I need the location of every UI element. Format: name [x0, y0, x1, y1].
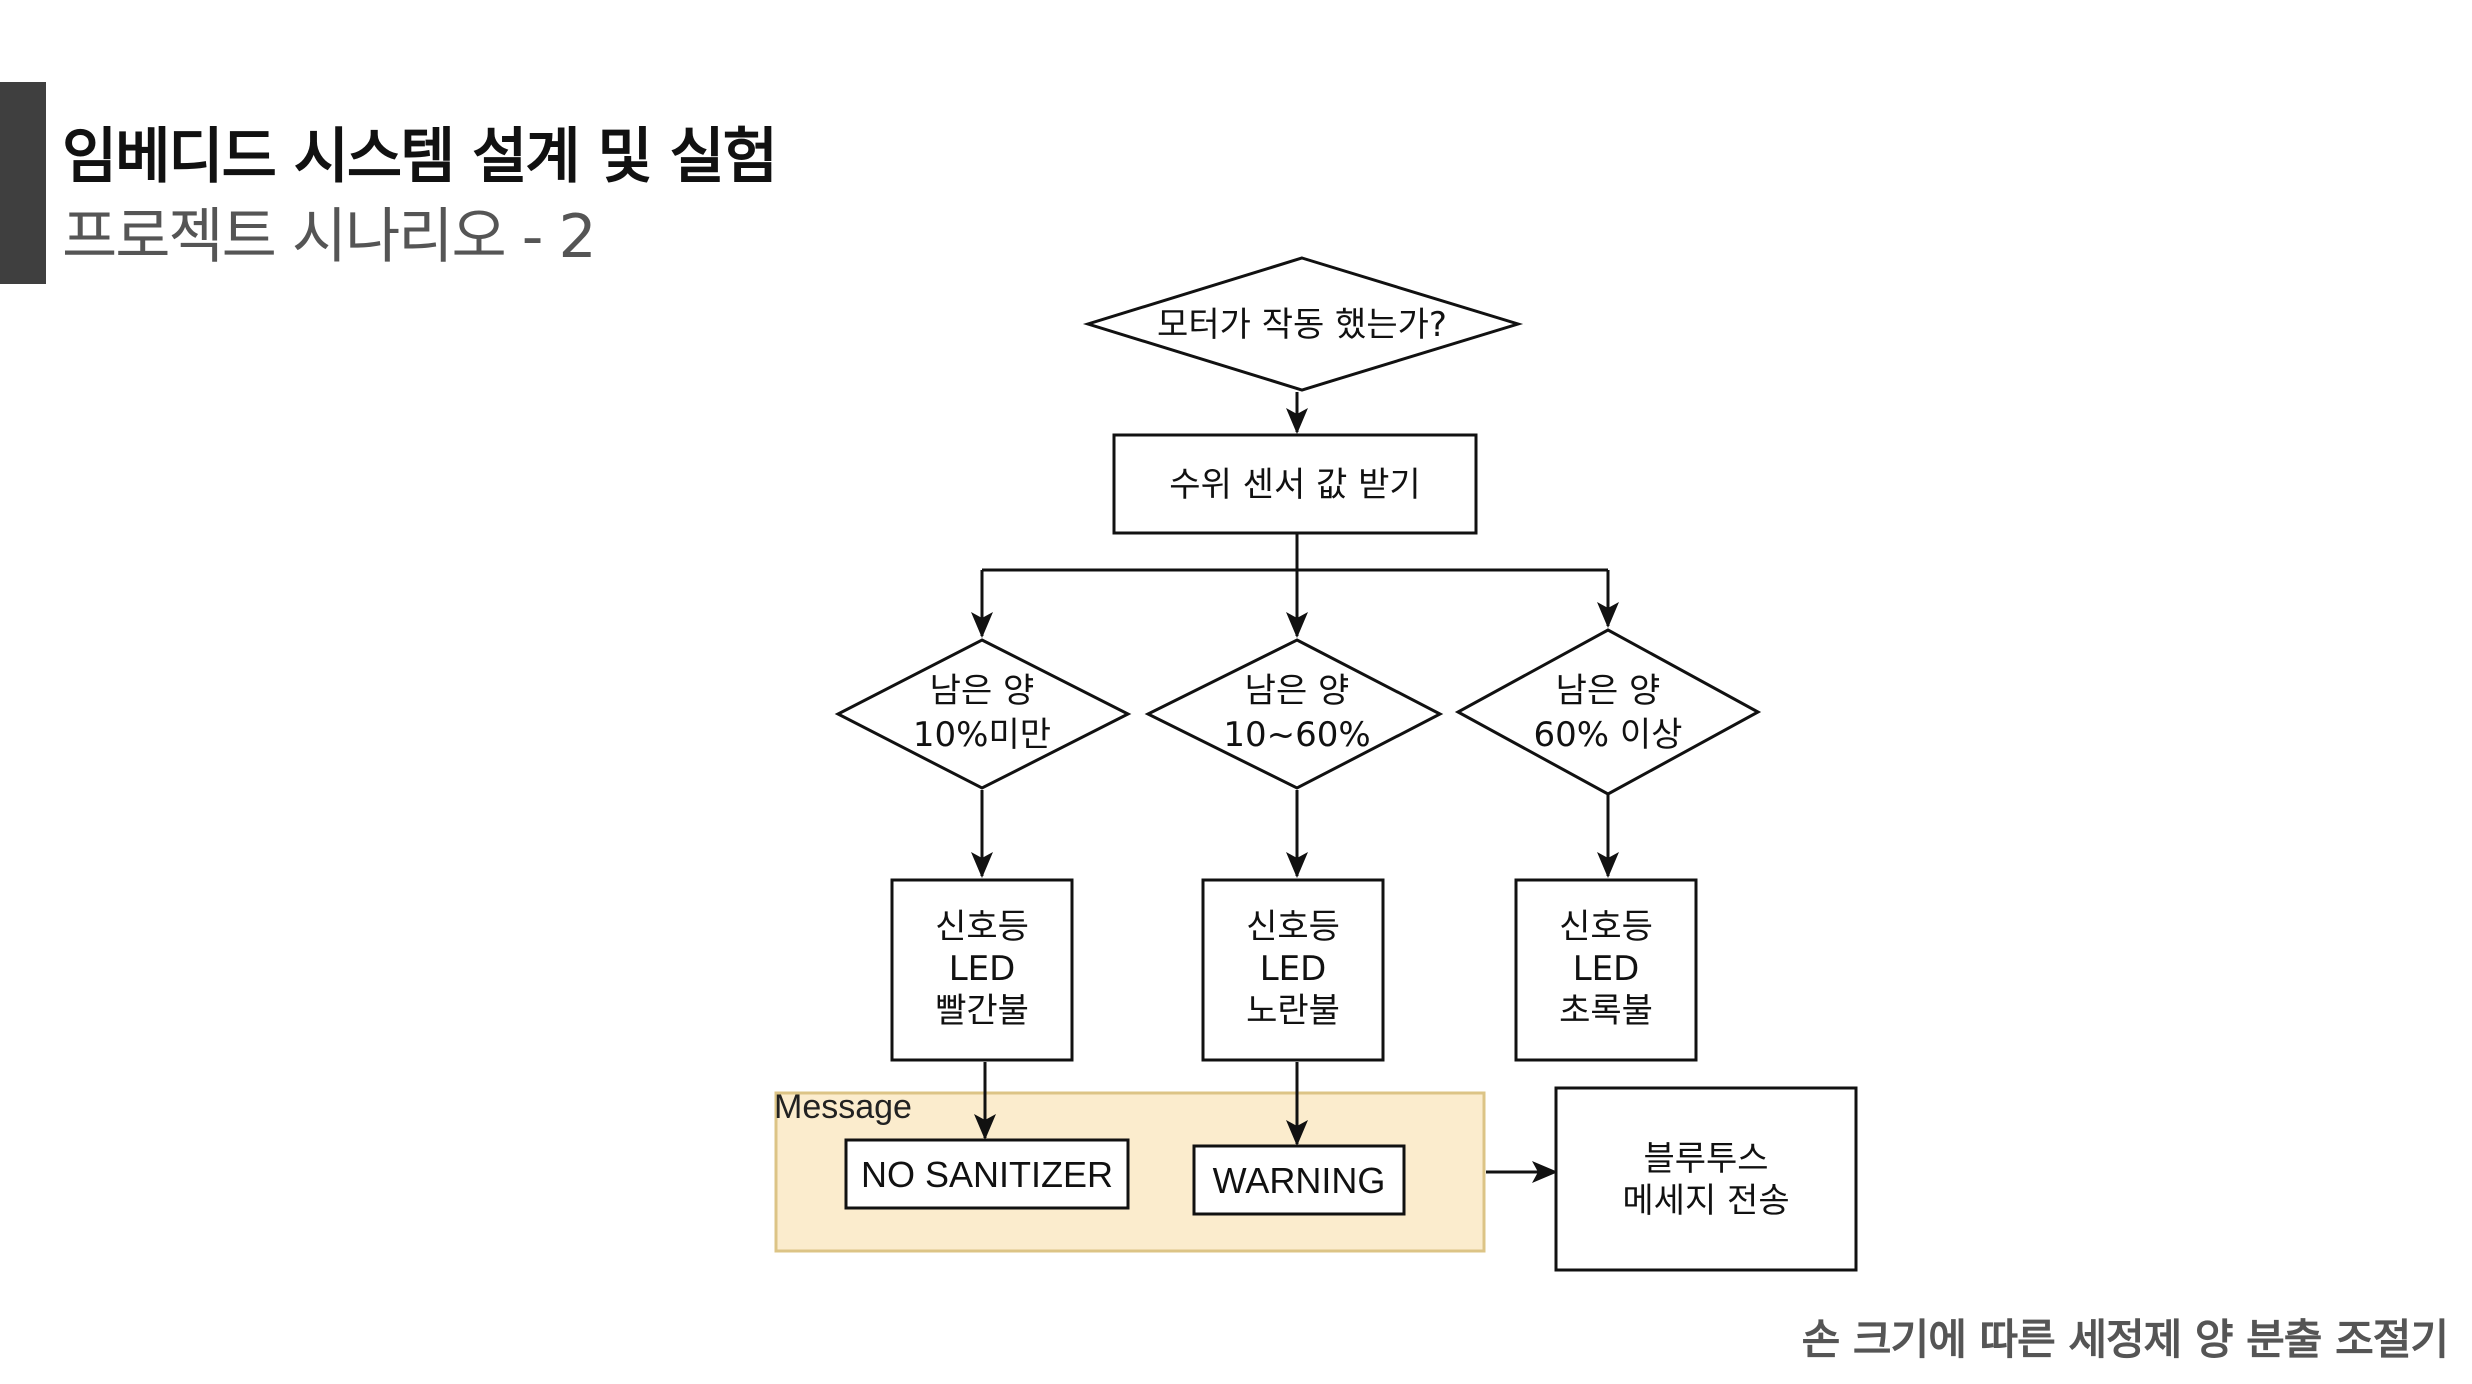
process-led-green: 신호등 LED 초록불: [1514, 878, 1698, 1062]
process-bluetooth-send-line2: 메세지 전송: [1622, 1181, 1789, 1221]
decision-remaining-low-line2: 10%미만: [913, 715, 1051, 755]
process-read-level-sensor: 수위 센서 값 받기: [1112, 433, 1478, 535]
decision-remaining-high-line1: 남은 양: [1556, 671, 1661, 711]
process-led-green-line1: 신호등: [1559, 907, 1653, 947]
decision-motor-running: 모터가 작동 했는가?: [1082, 256, 1524, 392]
process-bluetooth-send-line1: 블루투스: [1643, 1139, 1768, 1179]
process-led-yellow-line2: LED: [1260, 949, 1327, 989]
message-warning: WARNING: [1192, 1144, 1406, 1216]
decision-remaining-mid-line1: 남은 양: [1245, 671, 1350, 711]
process-led-red-line2: LED: [949, 949, 1016, 989]
process-read-level-sensor-label: 수위 센서 값 받기: [1169, 465, 1420, 505]
process-led-red: 신호등 LED 빨간불: [890, 878, 1074, 1062]
decision-motor-running-label: 모터가 작동 했는가?: [1157, 305, 1447, 345]
page-title: 임베디드 시스템 설계 및 실험: [62, 122, 778, 192]
decision-remaining-low-line1: 남은 양: [930, 671, 1035, 711]
process-bluetooth-send: 블루투스 메세지 전송: [1554, 1086, 1858, 1272]
message-no-sanitizer-label: NO SANITIZER: [861, 1154, 1113, 1195]
decision-remaining-high: 남은 양 60% 이상: [1454, 628, 1762, 796]
process-led-yellow: 신호등 LED 노란불: [1201, 878, 1385, 1062]
process-led-red-line3: 빨간불: [935, 991, 1029, 1031]
decision-remaining-high-line2: 60% 이상: [1534, 715, 1683, 755]
process-led-red-line1: 신호등: [935, 907, 1029, 947]
decision-remaining-low: 남은 양 10%미만: [834, 638, 1132, 790]
message-no-sanitizer: NO SANITIZER: [844, 1138, 1130, 1210]
process-led-yellow-line1: 신호등: [1246, 907, 1340, 947]
process-led-yellow-line3: 노란불: [1246, 991, 1340, 1031]
page-subtitle: 프로젝트 시나리오 - 2: [62, 202, 597, 272]
decision-remaining-mid-line2: 10~60%: [1223, 715, 1370, 755]
message-warning-label: WARNING: [1213, 1160, 1386, 1201]
footer-caption: 손 크기에 따른 세정제 양 분출 조절기: [1801, 1315, 2449, 1364]
process-led-green-line3: 초록불: [1559, 991, 1653, 1031]
connectors: [971, 392, 1619, 1183]
process-led-green-line2: LED: [1573, 949, 1640, 989]
message-group-label: Message: [774, 1088, 912, 1126]
title-accent-bar: [0, 82, 46, 284]
decision-remaining-mid: 남은 양 10~60%: [1144, 638, 1444, 790]
